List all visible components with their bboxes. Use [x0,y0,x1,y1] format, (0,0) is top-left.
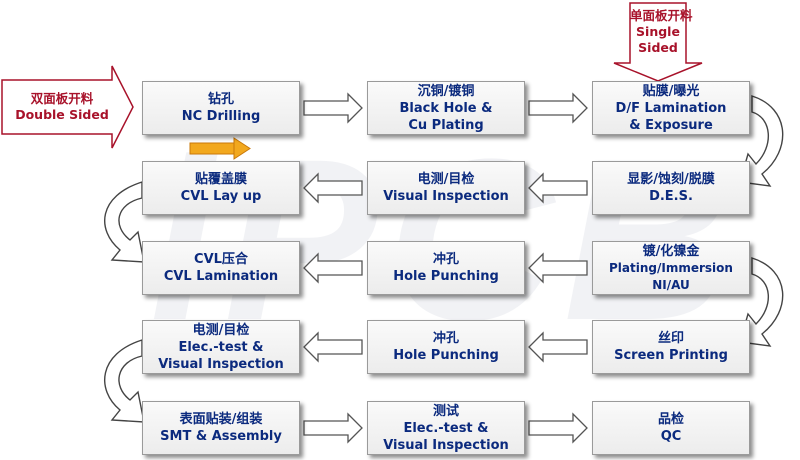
step-label-en: D.E.S. [649,189,693,204]
step-black-hole-cu-plating: 沉铜/镀铜 Black Hole & Cu Plating [367,81,525,135]
step-label-zh: 表面贴装/组装 [179,412,263,427]
step-elec-test-visual-inspection: 电测/目检 Elec.-test & Visual Inspection [142,320,300,374]
step-screen-printing: 丝印 Screen Printing [592,320,750,374]
step-visual-inspection: 电测/目检 Visual Inspection [367,161,525,215]
step-label-en-2: Visual Inspection [383,437,509,453]
step-label-en: Hole Punching [393,348,499,363]
entry-single-zh: 单面板开料 [630,8,693,23]
step-label-en: Visual Inspection [383,189,509,204]
step-cvl-lay-up: 贴覆盖膜 CVL Lay up [142,161,300,215]
step-label-en: Plating/Immersion [609,260,733,275]
step-label-zh: 电测/目检 [192,322,250,338]
entry-arrow-single-sided [613,2,703,82]
arrow-left-r2-1 [303,172,363,204]
step-label-en-2: Cu Plating [408,117,484,133]
entry-double-zh: 双面板开料 [30,91,94,106]
entry-label-single-sided: 单面板开料 Single Sided [630,8,693,56]
step-smt-assembly: 表面贴装/组装 SMT & Assembly [142,401,300,455]
step-label-zh: 贴膜/曝光 [642,83,700,99]
curve-arrow-left-r4-r5 [104,339,145,423]
step-label-en-2: & Exposure [629,117,713,133]
step-label-en: SMT & Assembly [160,429,282,444]
step-label-zh: CVL压合 [194,252,248,267]
arrow-left-r2-2 [528,172,588,204]
step-label-zh: 贴覆盖膜 [194,172,247,187]
step-label-zh: 品检 [657,412,684,427]
curve-arrow-right-r1-r2 [739,95,784,187]
step-label-zh: 钻孔 [207,92,234,107]
step-label-zh: 沉铜/镀铜 [417,83,475,99]
step-label-en: Elec.-test & [403,420,489,436]
arrow-right-r5-1 [303,412,363,444]
step-label-zh: 测试 [432,403,459,419]
step-label-zh: 冲孔 [432,252,459,267]
step-label-en-2: Visual Inspection [158,356,284,372]
step-label-zh: 镀/化镍金 [642,243,700,259]
arrow-left-r3-1 [303,252,363,284]
curve-arrow-left-r2-r3 [104,181,145,263]
entry-double-en: Double Sided [15,107,109,122]
step-label-en: Screen Printing [614,348,728,363]
step-cvl-lamination: CVL压合 CVL Lamination [142,241,300,295]
step-label-en: Black Hole & [399,100,493,116]
step-nc-drilling: 钻孔 NC Drilling [142,81,300,135]
entry-single-en2: Sided [638,40,678,55]
step-hole-punching-2: 冲孔 Hole Punching [367,320,525,374]
entry-label-double-sided: 双面板开料 Double Sided [14,91,110,123]
step-elec-test-visual-inspection-2: 测试 Elec.-test & Visual Inspection [367,401,525,455]
step-plating-immersion: 镀/化镍金 Plating/Immersion NI/AU [592,241,750,295]
step-label-zh: 冲孔 [432,331,459,346]
arrow-right-r1-1 [303,92,363,124]
curve-arrow-right-r3-r4 [739,257,784,347]
step-hole-punching: 冲孔 Hole Punching [367,241,525,295]
step-label-en: CVL Lamination [163,269,279,284]
arrow-left-r4-1 [303,331,363,363]
step-des: 显影/蚀刻/脱膜 D.E.S. [592,161,750,215]
step-label-en: CVL Lay up [180,189,262,204]
step-label-zh: 丝印 [657,331,684,346]
arrow-left-r4-2 [528,331,588,363]
step-label-zh: 显影/蚀刻/脱膜 [627,172,715,187]
step-label-zh: 电测/目检 [417,172,475,187]
step-df-lamination-exposure: 贴膜/曝光 D/F Lamination & Exposure [592,81,750,135]
step-label-en: D/F Lamination [615,100,727,116]
step-label-en-2: NI/AU [652,277,690,292]
arrow-right-r1-2 [528,92,588,124]
highlight-marker-arrow [189,137,251,160]
arrow-left-r3-2 [528,252,588,284]
arrow-right-r5-2 [528,412,588,444]
entry-single-en1: Single [636,24,680,39]
step-qc: 品检 QC [592,401,750,455]
step-label-en: Hole Punching [393,269,499,284]
step-label-en: NC Drilling [181,109,261,124]
entry-arrow-double-sided [1,65,134,149]
step-label-en: QC [660,429,682,444]
step-label-en: Elec.-test & [178,339,264,355]
